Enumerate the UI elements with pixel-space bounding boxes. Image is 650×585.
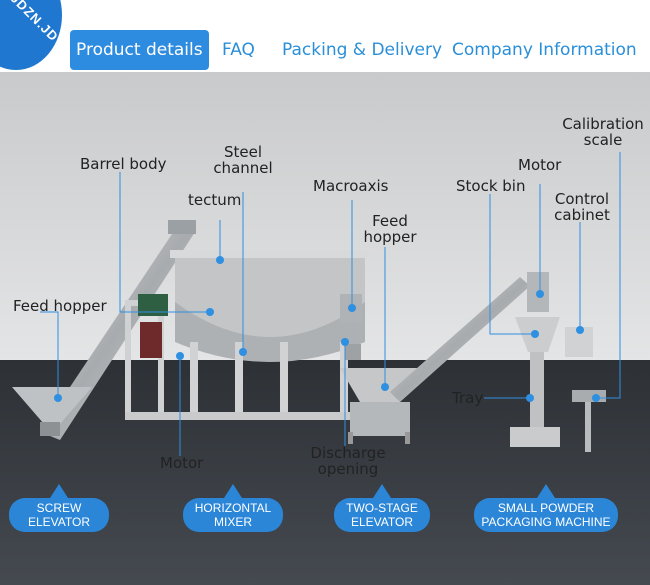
badge-screw-elevator: SCREW ELEVATOR	[9, 484, 109, 532]
two-stage-elevator-illustration	[340, 277, 530, 444]
tab-faq[interactable]: FAQ	[222, 40, 255, 60]
badge-two-stage-elevator: TWO-STAGE ELEVATOR	[334, 484, 430, 532]
label-tectum: tectum	[188, 191, 242, 209]
tab-product-details[interactable]: Product details	[70, 30, 209, 70]
label-macroaxis: Macroaxis	[313, 177, 389, 195]
label-motor-mixer: Motor	[160, 454, 204, 472]
product-diagram: Barrel body Steel channel tectum Macroax…	[0, 72, 650, 585]
machine-illustration	[0, 72, 650, 585]
badge-pointer	[537, 484, 555, 498]
label-calibration-scale: Calibration scale	[562, 115, 644, 149]
brand-logo: JDZN.JD	[0, 0, 62, 70]
label-discharge-opening: Discharge opening	[310, 444, 386, 478]
label-tray: Tray	[452, 389, 484, 407]
horizontal-mixer-illustration	[125, 250, 370, 420]
badge-pointer	[224, 484, 242, 498]
badge-small-powder-packaging-machine: SMALL POWDER PACKAGING MACHINE	[474, 484, 618, 532]
callout-lines	[40, 152, 621, 456]
tab-company-information[interactable]: Company Information	[452, 40, 637, 60]
label-control-cabinet: Control cabinet	[554, 190, 610, 224]
label-feed-hopper-left: Feed hopper	[13, 297, 107, 315]
badge-pointer	[50, 484, 68, 498]
label-barrel-body: Barrel body	[80, 155, 167, 173]
badge-pointer	[373, 484, 391, 498]
screw-elevator-illustration	[12, 220, 196, 440]
label-feed-hopper-right: Feed hopper	[363, 212, 417, 246]
badge-horizontal-mixer: HORIZONTAL MIXER	[183, 484, 283, 532]
callout-dots	[54, 256, 600, 402]
label-steel-channel: Steel channel	[213, 143, 273, 177]
label-motor-packaging: Motor	[518, 156, 562, 174]
tab-packing-delivery[interactable]: Packing & Delivery	[282, 40, 443, 60]
label-stock-bin: Stock bin	[456, 177, 526, 195]
top-navigation: JDZN.JD Product details FAQ Packing & De…	[0, 0, 650, 72]
